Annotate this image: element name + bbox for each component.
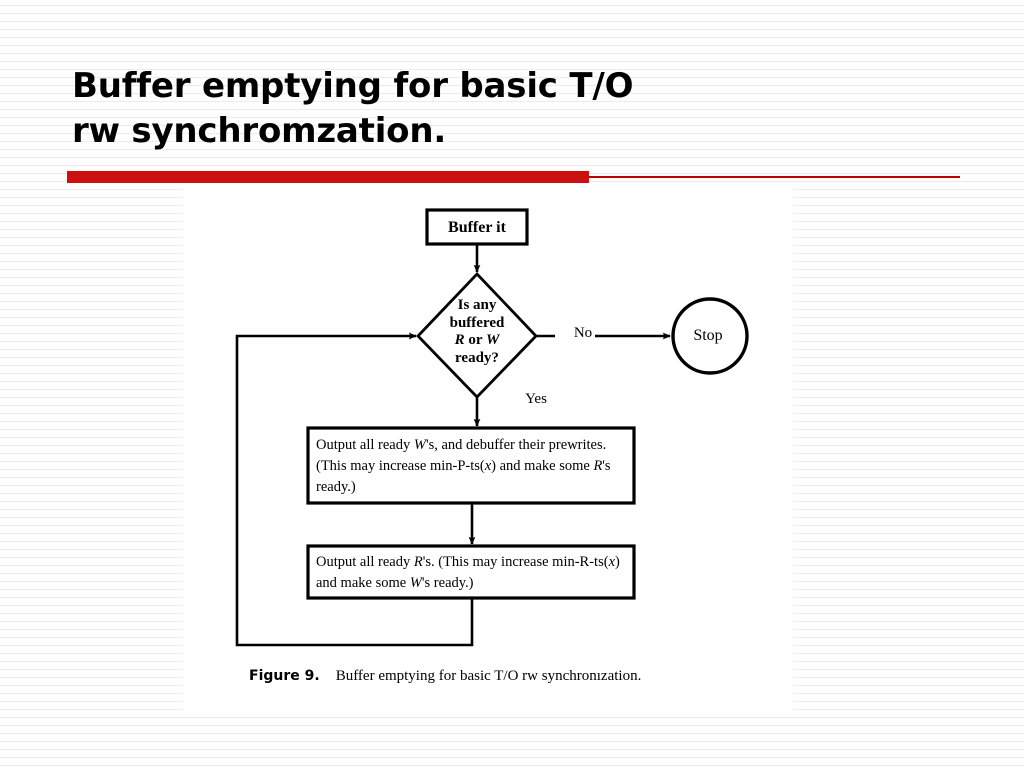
edge-label-yes: Yes (525, 391, 547, 407)
stop-terminal-label: Stop (693, 327, 723, 344)
figure-caption-text: Buffer emptying for basic T/O rw synchro… (335, 668, 642, 684)
process1-w: W (413, 437, 426, 453)
figure-panel: Buffer it Is any buffered R or W ready? … (183, 186, 793, 710)
title-underline-accent (67, 171, 589, 183)
decision-label: Is any buffered R or W ready? (421, 297, 533, 368)
process1-x: x (484, 458, 492, 475)
flowchart-graphic (235, 208, 749, 647)
process1-r: R (593, 458, 603, 475)
process2-part4: 's ready.) (421, 575, 474, 592)
edge-label-no: No (573, 325, 593, 341)
start-box-label: Buffer it (448, 219, 506, 236)
decision-label-line2: buffered (449, 314, 505, 331)
process-box-1-label: Output all ready W's, and debuffer their… (316, 435, 626, 498)
decision-label-r: R (454, 332, 465, 349)
edge-feedback-loop (235, 332, 474, 647)
process2-w: W (409, 575, 422, 592)
process1-part4: 's ready.) (316, 458, 611, 496)
process1-part3: ) and make some (491, 458, 594, 475)
process-box-2-shape (306, 544, 636, 600)
process2-r: R (413, 554, 423, 570)
stop-terminal-shape (671, 297, 749, 375)
decision-label-line4: ready? (455, 350, 499, 367)
decision-label-w: W (486, 332, 500, 349)
process-box-1-shape (306, 426, 636, 505)
figure-caption: Figure 9. Buffer emptying for basic T/O r… (249, 668, 779, 685)
process-box-2-label: Output all ready R's. (This may increase… (316, 552, 626, 594)
page-title: Buffer emptying for basic T/O rw synchro… (72, 66, 634, 151)
decision-label-or: or (468, 332, 483, 349)
process1-part1: Output all ready (316, 437, 414, 453)
process2-part2: 's. (This may increase min-R-ts( (422, 554, 609, 570)
process1-part2: 's, and debuffer their prewrites. (This … (316, 437, 607, 475)
decision-label-line1: Is any (457, 297, 497, 313)
process2-part3: ) and make some (316, 554, 620, 592)
figure-number: Figure 9. (249, 668, 320, 684)
process2-part1: Output all ready (316, 554, 414, 570)
process2-x: x (608, 554, 615, 570)
